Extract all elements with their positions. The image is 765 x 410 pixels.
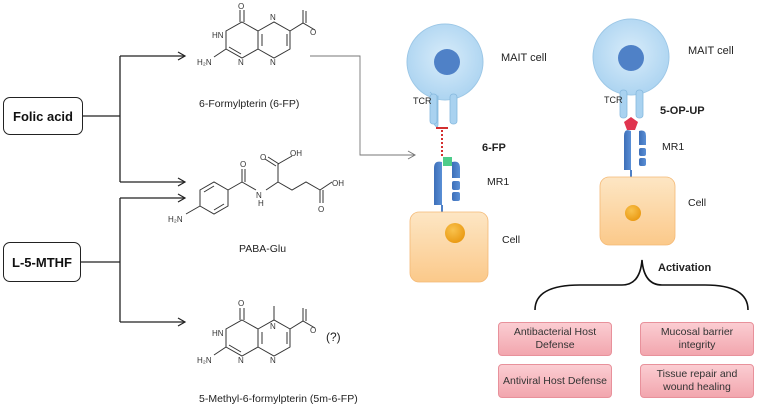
- 5-methyl-6-formylpterin-structure: [213, 306, 316, 357]
- activation-label: Activation: [658, 262, 712, 274]
- right-presenting-cell: [599, 176, 676, 246]
- left-ligand-label: 6-FP: [482, 142, 506, 154]
- 6-formylpterin-structure: [213, 10, 316, 59]
- right-mait-cell-label: MAIT cell: [688, 45, 734, 57]
- 6fp-to-mr1-arrow: [310, 55, 417, 160]
- atom-n: N: [238, 58, 244, 67]
- atom-oh: OH: [332, 179, 344, 188]
- left-cell-nucleus: [445, 223, 465, 243]
- atom-o: O: [238, 299, 244, 308]
- unknown-structure-mark: (?): [326, 330, 341, 344]
- atom-n: N: [270, 58, 276, 67]
- right-mait-nucleus: [618, 45, 644, 71]
- function-box-mucosal-barrier: Mucosal barrier integrity: [640, 322, 754, 356]
- right-tcr-label: TCR: [604, 95, 623, 105]
- atom-o: O: [260, 153, 266, 162]
- ligand-6fp-square: [443, 157, 452, 166]
- right-mr1: [624, 130, 646, 177]
- molecule-5m6fp-name: 5-Methyl-6-formylpterin (5m-6-FP): [199, 393, 358, 405]
- atom-n: N: [270, 13, 276, 22]
- l5mthf-label: L-5-MTHF: [12, 254, 72, 270]
- left-mait-nucleus: [434, 49, 460, 75]
- ligand-5opup-pentagon: [624, 117, 638, 130]
- l5mthf-source-box: L-5-MTHF: [3, 242, 81, 282]
- molecule-paba-glu-name: PABA-Glu: [239, 243, 287, 255]
- atom-hn: HN: [212, 329, 224, 338]
- right-cell-nucleus: [625, 205, 641, 221]
- folic-acid-branch-arrows: [82, 51, 187, 187]
- activation-brace: [534, 259, 749, 311]
- atom-h2n: H₂N: [168, 215, 183, 224]
- atom-h: H: [258, 199, 264, 208]
- atom-o: O: [310, 326, 316, 335]
- atom-n: N: [238, 356, 244, 365]
- function-box-antiviral: Antiviral Host Defense: [498, 364, 612, 398]
- atom-o: O: [238, 2, 244, 11]
- left-mr1: [434, 161, 460, 212]
- 6-formylpterin-atoms: O HN H₂N N N N O: [197, 2, 316, 67]
- atom-h2n: H₂N: [197, 58, 212, 67]
- left-mait-cell-label: MAIT cell: [501, 52, 547, 64]
- left-presenting-cell: [409, 211, 489, 283]
- paba-glu-atoms: H₂N O N H OH O OH O: [168, 149, 344, 224]
- left-cell-label: Cell: [502, 234, 521, 246]
- l5mthf-branch-arrows: [80, 193, 187, 327]
- right-cell-label: Cell: [688, 197, 707, 209]
- atom-o: O: [318, 205, 324, 214]
- right-tcr: [619, 89, 644, 119]
- atom-hn: HN: [212, 31, 224, 40]
- right-mait-cell: [592, 18, 670, 96]
- function-box-tissue-repair: Tissue repair and wound healing: [640, 364, 754, 398]
- function-box-antibacterial: Antibacterial Host Defense: [498, 322, 612, 356]
- left-tcr-label: TCR: [413, 96, 432, 106]
- atom-h2n: H₂N: [197, 356, 212, 365]
- atom-n: N: [270, 322, 276, 331]
- folic-acid-source-box: Folic acid: [3, 97, 83, 135]
- left-block-inhibition: [436, 127, 448, 158]
- atom-n: N: [256, 191, 262, 200]
- molecule-6fp-name: 6-Formylpterin (6-FP): [199, 98, 300, 110]
- 5-methyl-6-formylpterin-atoms: O HN H₂N N N N O: [197, 299, 316, 365]
- left-mait-cell: [406, 23, 484, 101]
- left-tcr: [429, 91, 458, 128]
- atom-oh: OH: [290, 149, 302, 158]
- paba-glu-structure: [185, 155, 333, 215]
- atom-o: O: [310, 28, 316, 37]
- left-mr1-label: MR1: [487, 176, 510, 188]
- atom-o: O: [240, 160, 246, 169]
- right-mr1-label: MR1: [662, 141, 685, 153]
- folic-acid-label: Folic acid: [13, 108, 73, 124]
- atom-n: N: [270, 356, 276, 365]
- right-ligand-label: 5-OP-UP: [660, 105, 705, 117]
